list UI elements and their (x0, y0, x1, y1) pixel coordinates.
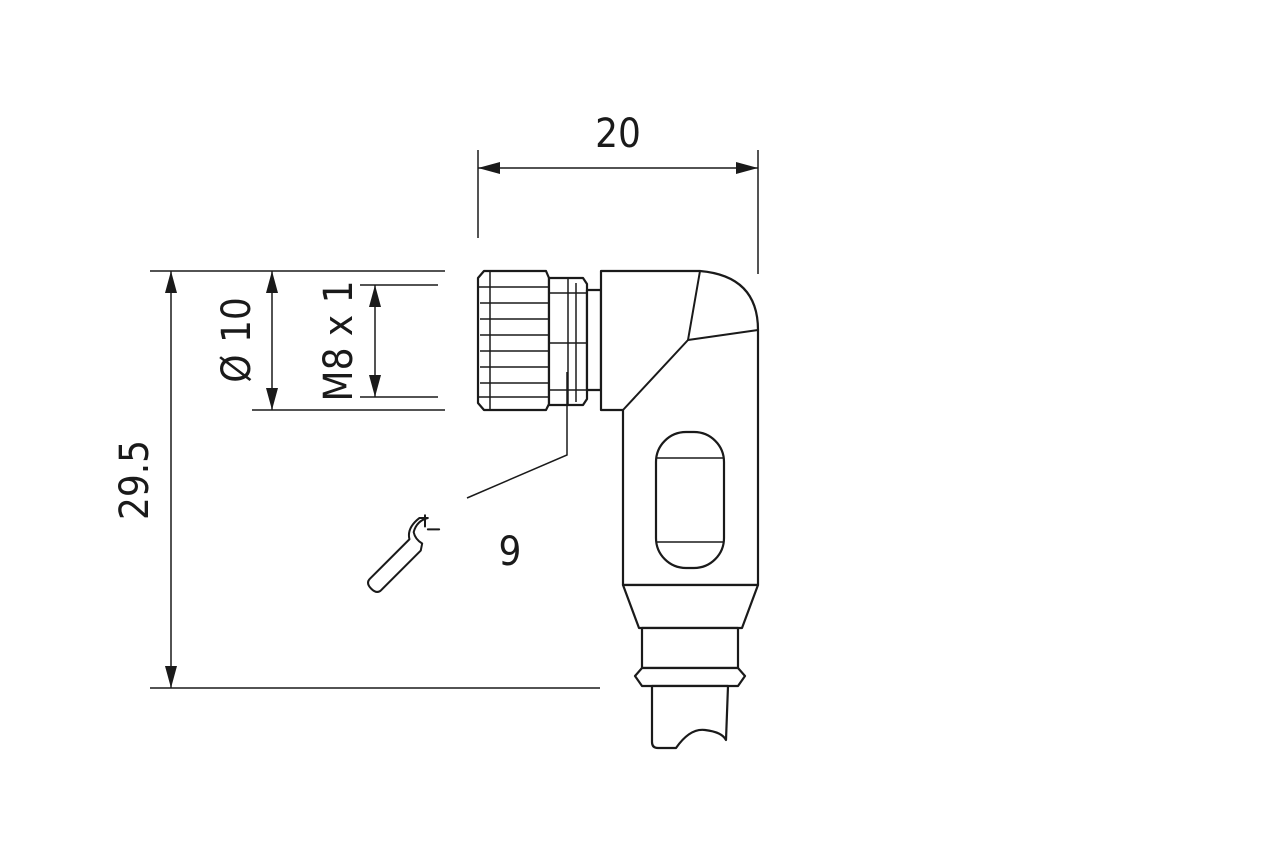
grip-window (654, 430, 726, 570)
wrench-size-label: 9 (499, 529, 522, 575)
wrench-icon (367, 514, 441, 593)
wrench-callout: 9 (367, 372, 568, 593)
knurl-lines (478, 271, 549, 410)
width-label: 20 (595, 111, 641, 157)
diameter-dimension: Ø 10 (214, 271, 445, 411)
coupling-nut (476, 269, 551, 412)
diameter-label: Ø 10 (214, 297, 260, 383)
height-dimension: 29.5 (112, 270, 600, 689)
thread-label: M8 x 1 (316, 281, 362, 402)
cable-outlet (621, 583, 760, 630)
connector-body (476, 269, 760, 750)
cable-stub (650, 684, 730, 750)
thread-dimension: M8 x 1 (316, 281, 438, 402)
width-dimension: 20 (477, 111, 759, 274)
height-label: 29.5 (112, 440, 158, 520)
